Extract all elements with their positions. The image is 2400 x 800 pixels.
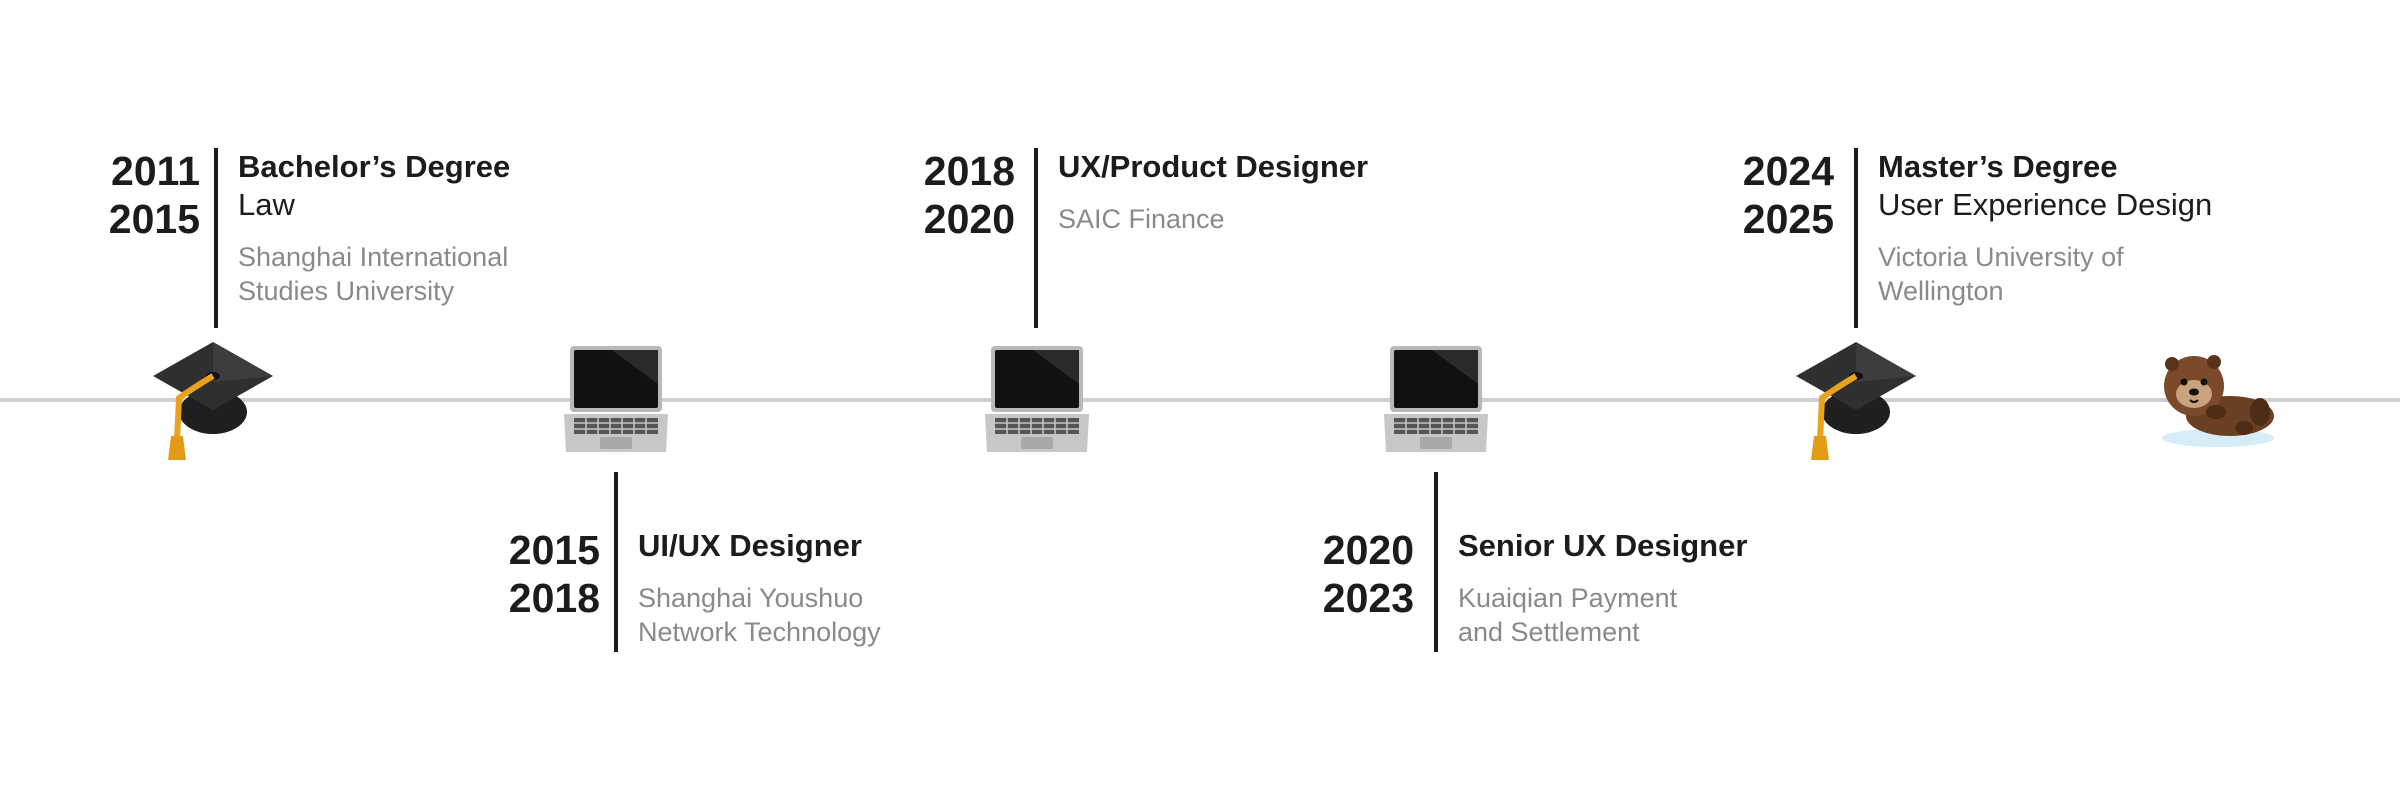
entry-divider [1854, 148, 1858, 328]
entry-title: Bachelor’s Degree [238, 149, 511, 184]
entry-years: 2020 2023 [1214, 526, 1414, 622]
entry-organization: SAIC Finance [1058, 204, 1225, 234]
entry-details: Master’s Degree User Experience Design V… [1878, 148, 2212, 308]
start-year: 2015 [508, 527, 600, 573]
laptop-icon [985, 346, 1089, 452]
end-year: 2015 [108, 196, 200, 242]
graduation-cap-icon [153, 342, 273, 460]
entry-divider [614, 472, 618, 652]
entry-details: Bachelor’s Degree Law Shanghai Internati… [238, 148, 538, 308]
entry-divider [1434, 472, 1438, 652]
entry-divider [214, 148, 218, 328]
entry-details: UI/UX Designer Shanghai Youshuo Network … [638, 527, 938, 649]
entry-organization: Kuaiqian Payment and Settlement [1458, 583, 1678, 647]
entry-title: UI/UX Designer [638, 528, 862, 563]
entry-details: Senior UX Designer Kuaiqian Payment and … [1458, 527, 1747, 649]
entry-title: Master’s Degree [1878, 149, 2118, 184]
otter-icon [2162, 355, 2274, 447]
laptop-icon [564, 346, 668, 452]
start-year: 2018 [923, 148, 1015, 194]
end-year: 2023 [1322, 575, 1414, 621]
start-year: 2011 [111, 148, 200, 194]
entry-organization: Victoria University of Wellington [1878, 242, 2124, 306]
entry-years: 2015 2018 [400, 526, 600, 622]
entry-subtitle: User Experience Design [1878, 187, 2213, 222]
timeline-axis [0, 398, 2400, 402]
laptop-icon [1384, 346, 1488, 452]
entry-subtitle: Law [238, 187, 295, 222]
entry-years: 2011 2015 [0, 147, 200, 243]
entry-years: 2024 2025 [1634, 147, 1834, 243]
entry-organization: Shanghai International Studies Universit… [238, 242, 509, 306]
start-year: 2024 [1742, 148, 1834, 194]
graduation-cap-icon [1796, 342, 1916, 460]
entry-details: UX/Product Designer SAIC Finance [1058, 148, 1388, 236]
entry-years: 2018 2020 [815, 147, 1015, 243]
entry-title: Senior UX Designer [1458, 528, 1748, 563]
end-year: 2020 [923, 196, 1015, 242]
start-year: 2020 [1322, 527, 1414, 573]
entry-divider [1034, 148, 1038, 328]
end-year: 2025 [1742, 196, 1834, 242]
end-year: 2018 [508, 575, 600, 621]
entry-title: UX/Product Designer [1058, 149, 1369, 184]
entry-organization: Shanghai Youshuo Network Technology [638, 583, 881, 647]
